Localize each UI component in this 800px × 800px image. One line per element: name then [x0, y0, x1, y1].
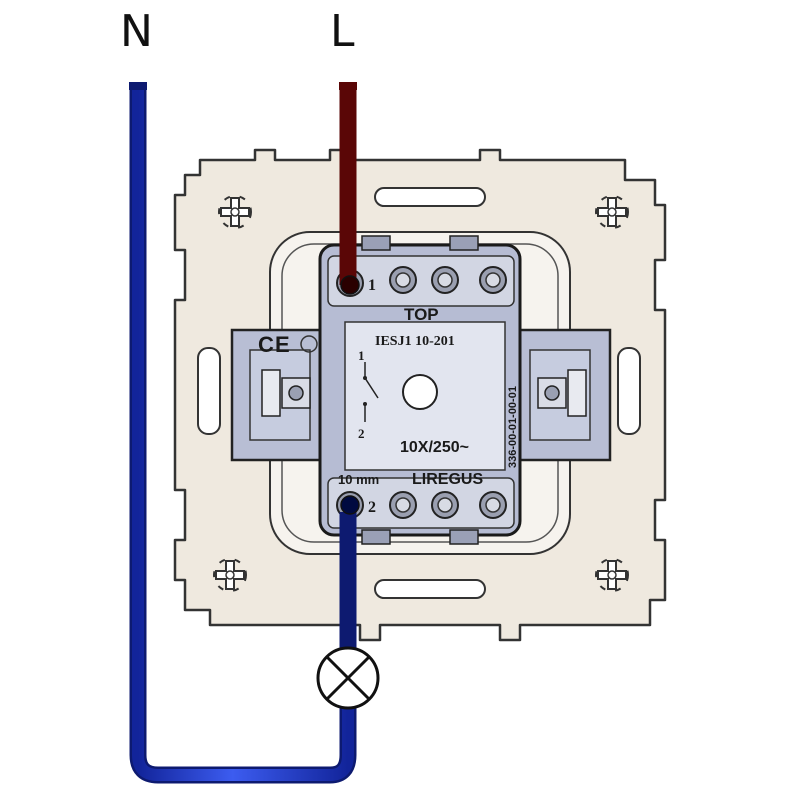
top-marking: TOP	[404, 305, 439, 324]
brand-label: LIREGUS	[412, 471, 483, 488]
switch-mechanism: C E	[230, 235, 612, 545]
terminal-2-label: 2	[368, 499, 376, 516]
lamp-icon	[316, 646, 380, 710]
svg-text:C: C	[258, 332, 274, 357]
strip-length-label: 10 mm	[338, 472, 379, 487]
neutral-wire	[129, 82, 357, 784]
live-label: L	[330, 6, 355, 57]
svg-text:E: E	[275, 332, 290, 357]
terminal-1-label: 1	[368, 277, 376, 294]
live-wire	[339, 82, 357, 285]
rating-label: 10X/250~	[400, 439, 469, 456]
schematic-top-label: 1	[358, 348, 365, 363]
part-code: 336-00-01-00-01	[507, 386, 519, 468]
schematic-bottom-label: 2	[358, 426, 365, 441]
model-label: IESJ1 10-201	[375, 334, 455, 349]
neutral-label: N	[120, 6, 153, 57]
